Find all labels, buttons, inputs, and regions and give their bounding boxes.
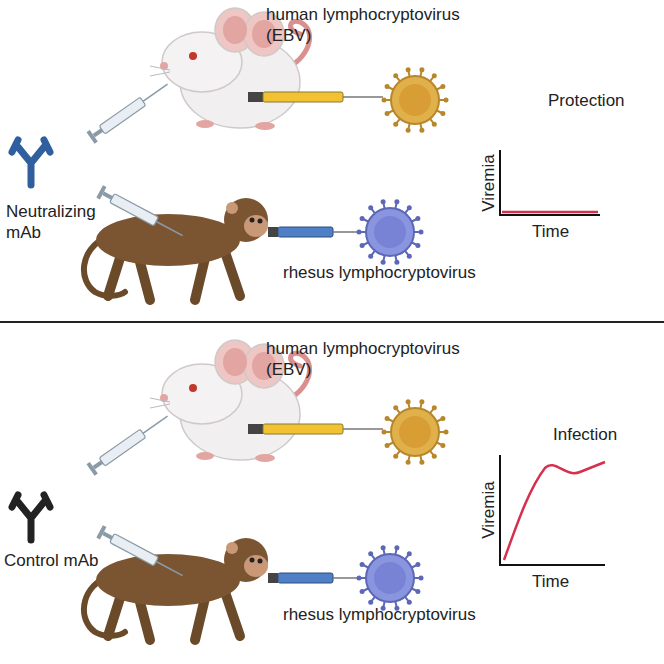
virus-label: human lymphocryptovirus (EBV) [266,338,491,380]
axis-label: Viremia [478,154,499,211]
virus [357,545,424,610]
antibody-label: Control mAb [4,550,134,571]
syringe [268,227,360,237]
chart-axes [500,455,605,565]
syringe [96,525,186,581]
monkey [84,538,268,640]
antibody [12,495,50,540]
divider [0,321,664,323]
axis-label: Time [532,221,592,242]
monkey [84,198,268,300]
virus-label: rhesus lymphocryptovirus [283,604,513,625]
syringe [96,185,186,241]
syringe [87,78,172,143]
axis-label: Viremia [478,481,499,538]
panel-title: Protection [548,90,658,111]
antibody [12,140,50,185]
antibody-label: Neutralizing mAb [6,201,118,243]
syringe [268,573,360,583]
syringe [248,92,383,102]
virus-label: rhesus lymphocryptovirus [283,262,513,283]
syringe [248,424,383,434]
chart-axes [500,150,600,215]
mouse [150,340,310,462]
viremia-line [504,462,605,560]
syringe [87,410,172,475]
virus [382,399,449,464]
virus [382,67,449,132]
panel-title: Infection [553,424,658,445]
viremia-line [502,211,598,214]
virus-label: human lymphocryptovirus (EBV) [266,4,491,46]
axis-label: Time [532,571,592,592]
virus [357,199,424,264]
